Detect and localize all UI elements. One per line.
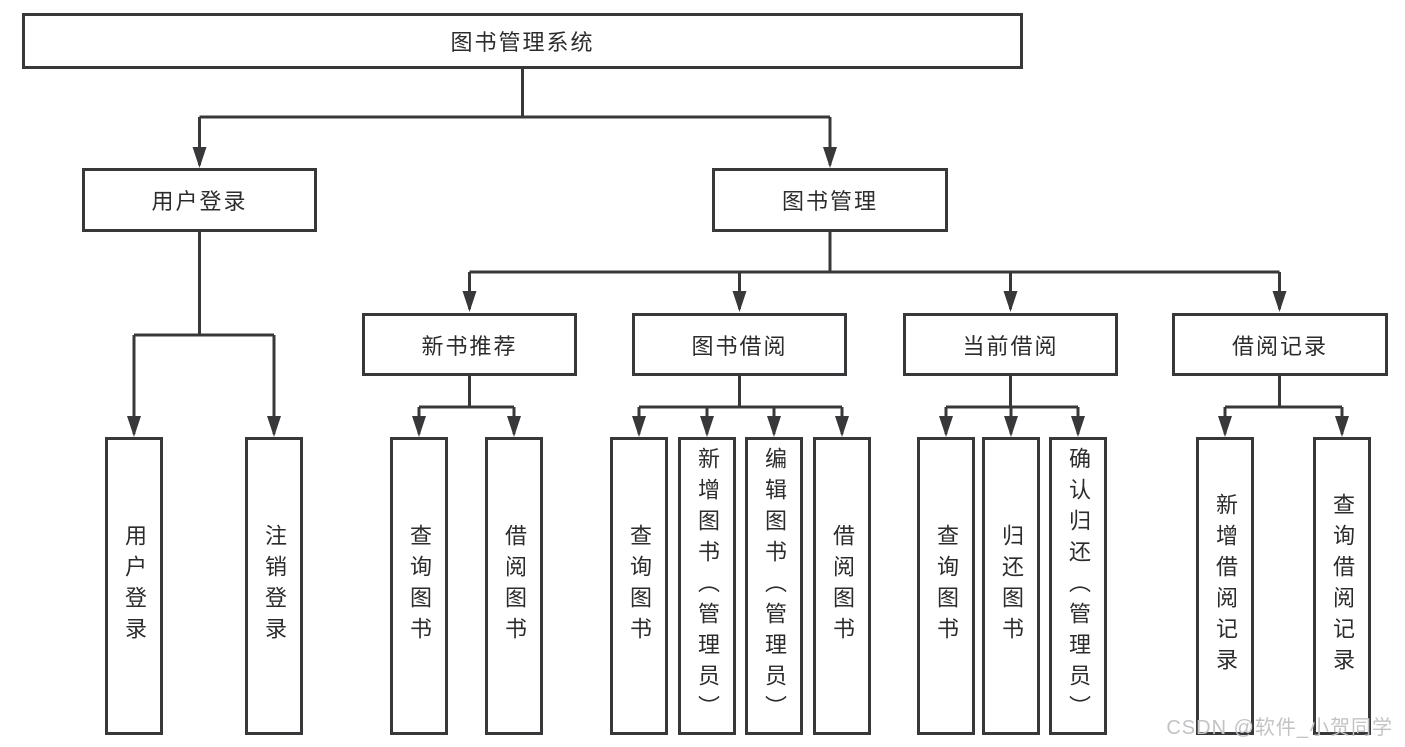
leaf-records-query-record: 查询借阅记录 [1313,437,1371,735]
node-user-login-branch-label: 用户登录 [151,189,248,214]
leaf-records-add-record-label: 新增借阅记录 [1213,493,1238,679]
leaf-recommend-borrow-books-label: 借阅图书 [502,524,527,648]
leaf-current-confirm-return-admin: 确认归还（管理员） [1049,437,1107,735]
node-user-login-branch: 用户登录 [82,168,317,232]
leaf-borrow-edit-books-admin: 编辑图书（管理员） [745,437,803,735]
leaf-borrow-borrow-books-label: 借阅图书 [830,524,855,648]
leaf-current-confirm-return-admin-label: 确认归还（管理员） [1066,446,1091,726]
leaf-current-query-books: 查询图书 [917,437,975,735]
node-root-system: 图书管理系统 [22,13,1023,69]
node-borrow-records-label: 借阅记录 [1231,333,1328,359]
csdn-watermark: CSDN @软件_小贺同学 [1166,717,1393,739]
leaf-borrow-query-books-label: 查询图书 [627,524,652,648]
leaf-records-query-record-label: 查询借阅记录 [1330,493,1355,679]
node-book-management-branch-label: 图书管理 [781,189,878,214]
node-current-borrow: 当前借阅 [903,313,1118,376]
leaf-borrow-add-books-admin: 新增图书（管理员） [678,437,736,735]
leaf-borrow-borrow-books: 借阅图书 [813,437,871,735]
node-current-borrow-label: 当前借阅 [962,333,1059,359]
leaf-logout-label: 注销登录 [262,524,287,648]
node-new-book-recommend-label: 新书推荐 [421,333,518,359]
node-book-borrow-label: 图书借阅 [691,333,788,359]
leaf-recommend-query-books: 查询图书 [390,437,448,735]
leaf-user-login: 用户登录 [105,437,163,735]
leaf-recommend-query-books-label: 查询图书 [407,524,432,648]
leaf-borrow-edit-books-admin-label: 编辑图书（管理员） [762,446,787,726]
leaf-records-add-record: 新增借阅记录 [1196,437,1254,735]
leaf-borrow-query-books: 查询图书 [610,437,668,735]
leaf-user-login-label: 用户登录 [122,524,147,648]
leaf-current-query-books-label: 查询图书 [934,524,959,648]
node-borrow-records: 借阅记录 [1172,313,1388,376]
leaf-current-return-books: 归还图书 [982,437,1040,735]
node-book-management-branch: 图书管理 [712,168,948,232]
leaf-logout: 注销登录 [245,437,303,735]
node-root-system-label: 图书管理系统 [450,30,595,55]
node-new-book-recommend: 新书推荐 [362,313,577,376]
node-book-borrow: 图书借阅 [632,313,847,376]
leaf-recommend-borrow-books: 借阅图书 [485,437,543,735]
leaf-borrow-add-books-admin-label: 新增图书（管理员） [695,446,720,726]
arrowheads [127,147,1349,437]
leaf-current-return-books-label: 归还图书 [999,524,1024,648]
